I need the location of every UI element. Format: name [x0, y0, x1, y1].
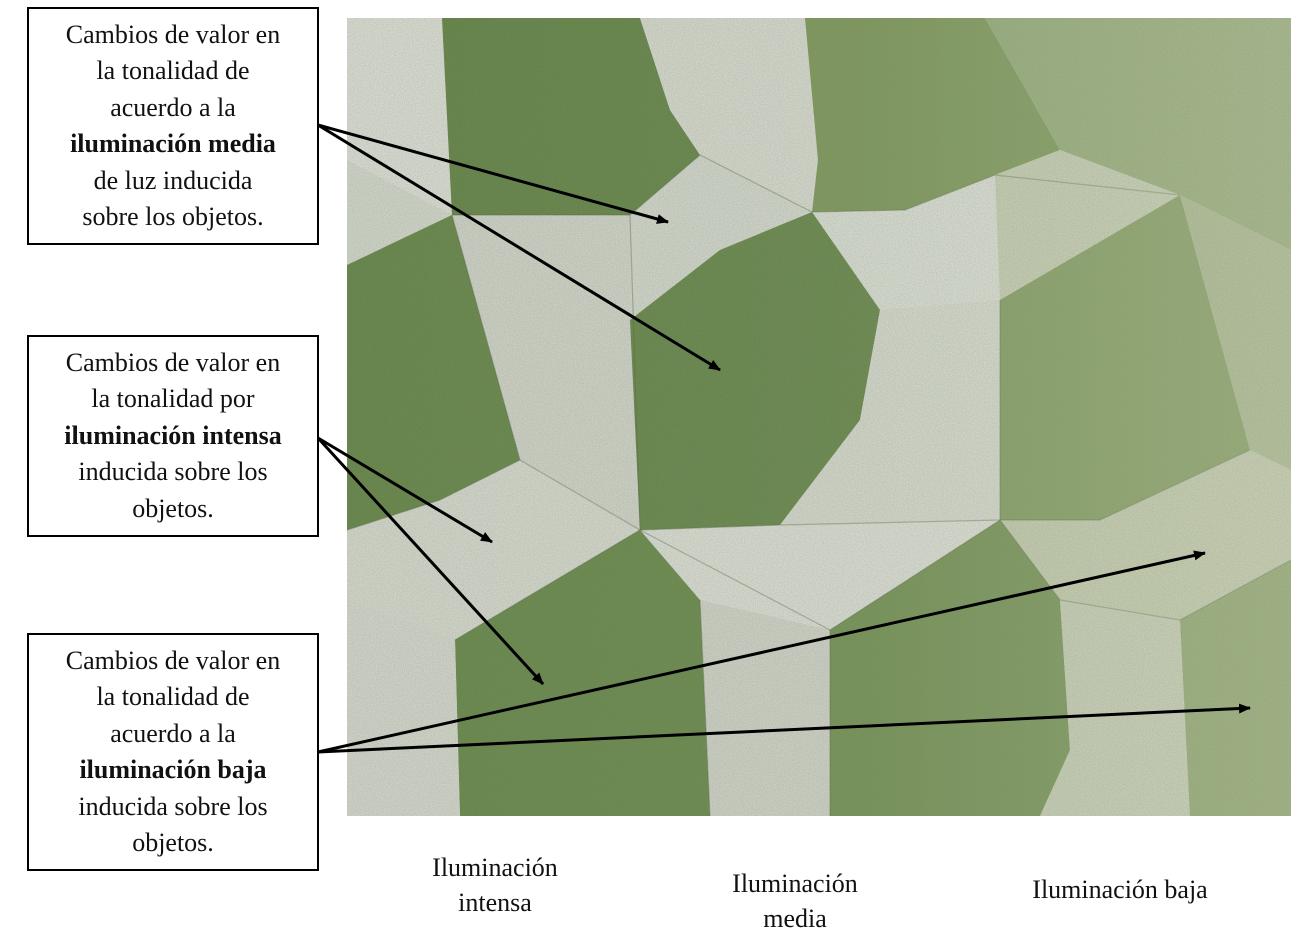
callout-line: Cambios de valor en — [64, 345, 281, 382]
arrow-media-1 — [317, 123, 669, 224]
callout-arrows — [316, 123, 1251, 754]
callout-line: de luz inducida — [66, 163, 280, 200]
callout-bold-text: iluminación baja — [79, 755, 267, 784]
arrow-baja-1 — [317, 550, 1206, 754]
callout-text: Cambios de valor en la tonalidad de acuerd… — [66, 643, 280, 862]
callout-bold-text: iluminación media — [70, 129, 276, 158]
callout-text-run: Cambios de valor en — [65, 19, 281, 49]
callout-line: la tonalidad de — [66, 679, 280, 716]
caption-line: media — [763, 904, 827, 933]
callout-text-run: de luz inducida — [93, 165, 253, 195]
callout-iluminacion-intensa: Cambios de valor en la tonalidad por ilumi… — [27, 335, 319, 537]
callout-text-run: Cambios de valor en — [65, 347, 281, 377]
caption-line: Iluminación — [432, 853, 558, 882]
callout-bold-text: iluminación intensa — [64, 420, 282, 450]
callout-text-run: Cambios de valor en — [65, 645, 281, 675]
caption-line: intensa — [458, 888, 532, 917]
caption-iluminacion-intensa: Iluminación intensa — [405, 850, 585, 920]
callout-line: inducida sobre los — [66, 789, 280, 826]
callout-text: Cambios de valor en la tonalidad de acuerd… — [66, 17, 280, 236]
callout-line: acuerdo a la — [66, 716, 280, 753]
callout-text-run: objetos. — [132, 828, 214, 857]
callout-text-run: acuerdo a la — [110, 92, 236, 122]
caption-line: Iluminación baja — [1032, 875, 1208, 904]
callout-iluminacion-baja: Cambios de valor en la tonalidad de acuerd… — [27, 633, 319, 871]
callout-line: sobre los objetos. — [66, 199, 280, 236]
callout-line: acuerdo a la — [66, 90, 280, 127]
callout-line: Cambios de valor en — [66, 17, 280, 54]
arrow-intensa-2 — [316, 436, 545, 686]
callout-line: Cambios de valor en — [66, 643, 280, 680]
callout-text: Cambios de valor en la tonalidad por ilumi… — [64, 345, 281, 528]
callout-line: inducida sobre los — [64, 454, 281, 491]
callout-iluminacion-media: Cambios de valor en la tonalidad de acuerd… — [27, 7, 319, 245]
callout-line: objetos. — [64, 491, 281, 528]
arrow-intensa-1 — [317, 436, 493, 544]
arrow-baja-2 — [317, 703, 1251, 754]
callout-line: objetos. — [66, 825, 280, 862]
callout-text-run: sobre los objetos. — [82, 202, 264, 231]
callout-text-run: la tonalidad de — [96, 56, 250, 85]
callout-text-run: la tonalidad por — [91, 384, 255, 414]
arrow-media-2 — [317, 123, 721, 372]
callout-text-run: inducida sobre los — [78, 457, 268, 487]
photo-tiles — [347, 18, 1291, 816]
callout-line: iluminación intensa — [64, 418, 281, 455]
callout-text-run: la tonalidad de — [96, 682, 250, 711]
caption-iluminacion-baja: Iluminación baja — [1005, 872, 1235, 907]
callout-text-run: inducida sobre los — [78, 791, 268, 821]
caption-line: Iluminación — [732, 869, 858, 898]
callout-line: iluminación media — [66, 126, 280, 163]
callout-text-run: acuerdo a la — [110, 718, 236, 748]
callout-line: la tonalidad de — [66, 53, 280, 90]
caption-iluminacion-media: Iluminación media — [705, 866, 885, 936]
callout-line: la tonalidad por — [64, 381, 281, 418]
callout-text-run: objetos. — [132, 493, 214, 523]
callout-line: iluminación baja — [66, 752, 280, 789]
